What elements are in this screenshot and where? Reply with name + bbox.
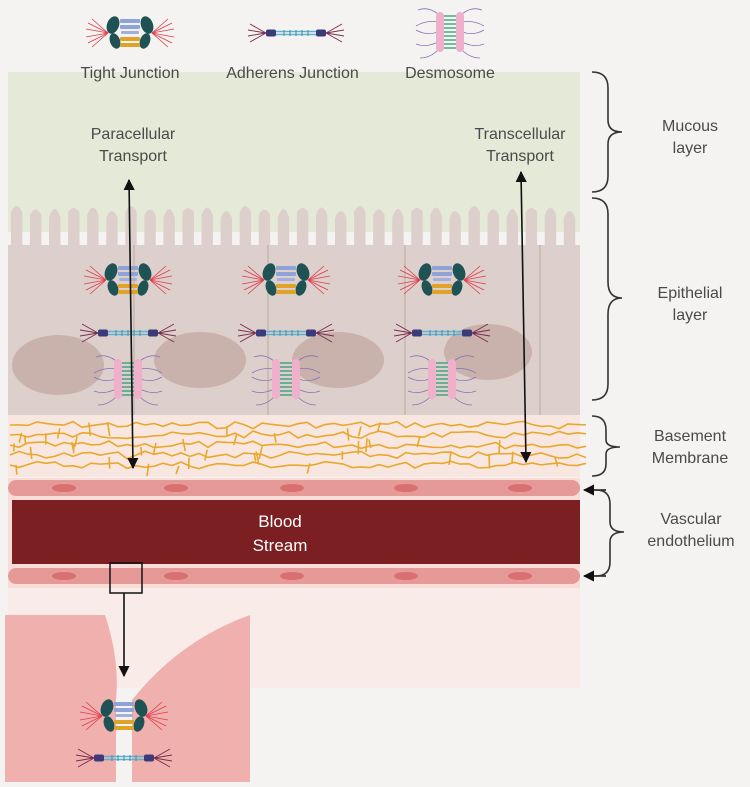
basement-brace (592, 416, 620, 476)
collagen-fiber (25, 436, 26, 444)
desmosome-icon (416, 9, 484, 58)
endothelial-nucleus (164, 484, 188, 492)
collagen-fiber (141, 447, 142, 456)
paracellular-transport-label: Paracellular Transport (68, 124, 198, 168)
endothelial-nucleus (394, 572, 418, 580)
nucleus (292, 332, 384, 388)
basement-membrane-label: Basement Membrane (636, 426, 744, 470)
tight-junction-icon (86, 14, 174, 50)
epithelial-layer-label: Epithelial layer (640, 283, 740, 327)
endothelial-nucleus (280, 484, 304, 492)
epithelial-brace (592, 198, 622, 400)
collagen-fiber (348, 428, 349, 440)
endothelial-nucleus (394, 484, 418, 492)
vascular-brace (596, 490, 624, 576)
nucleus (12, 335, 104, 395)
blood-stream-label: Blood Stream (230, 510, 330, 558)
nucleus (154, 332, 246, 388)
legend-adherens-junction-label: Adherens Junction (210, 63, 375, 85)
nucleus (444, 324, 532, 380)
collagen-fiber (16, 465, 17, 474)
endothelial-nucleus (52, 484, 76, 492)
legend-tight-junction-label: Tight Junction (70, 63, 190, 85)
mucous-layer-label: Mucous layer (640, 116, 740, 160)
transcellular-transport-label: Transcellular Transport (455, 124, 585, 168)
vascular-endothelium-label: Vascular endothelium (636, 509, 746, 553)
endothelial-nucleus (280, 572, 304, 580)
endothelial-nucleus (508, 572, 532, 580)
legend-desmosome-label: Desmosome (390, 63, 510, 85)
collagen-fiber (512, 452, 513, 464)
endothelial-nucleus (52, 572, 76, 580)
collagen-fiber (499, 440, 500, 453)
mucous-brace (592, 72, 622, 192)
endothelial-nucleus (164, 572, 188, 580)
adherens-junction-icon (248, 24, 344, 42)
endothelial-nucleus (508, 484, 532, 492)
